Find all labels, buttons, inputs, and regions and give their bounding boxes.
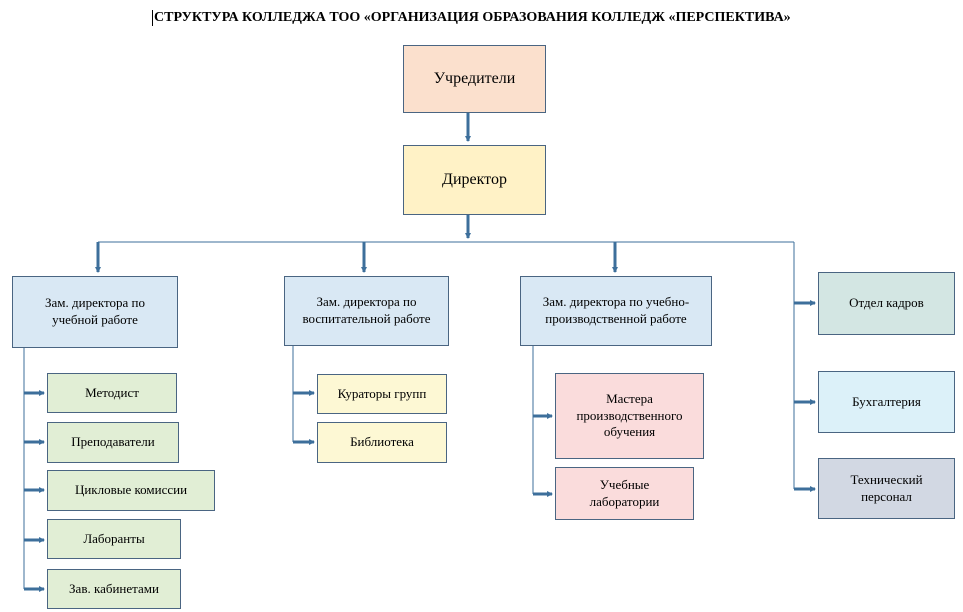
group-curators-box: Кураторы групп — [317, 374, 447, 414]
masters-box: Мастера производственного обучения — [555, 373, 704, 459]
labs-box: Учебные лаборатории — [555, 467, 694, 520]
cabinet-heads-box: Зав. кабинетами — [47, 569, 181, 609]
deputy-production-box: Зам. директора по учебно-производственно… — [520, 276, 712, 346]
lab-assistants-box: Лаборанты — [47, 519, 181, 559]
deputy-educational-box: Зам. директора по воспитательной работе — [284, 276, 449, 346]
founders-box: Учредители — [403, 45, 546, 113]
tech-staff-box: Технический персонал — [818, 458, 955, 519]
page-title: СТРУКТУРА КОЛЛЕДЖА ТОО «ОРГАНИЗАЦИЯ ОБРА… — [152, 10, 791, 26]
hr-box: Отдел кадров — [818, 272, 955, 335]
methodist-box: Методист — [47, 373, 177, 413]
director-box: Директор — [403, 145, 546, 215]
library-box: Библиотека — [317, 422, 447, 463]
cycle-commissions-box: Цикловые комиссии — [47, 470, 215, 511]
deputy-academic-box: Зам. директора по учебной работе — [12, 276, 178, 348]
accounting-box: Бухгалтерия — [818, 371, 955, 433]
teachers-box: Преподаватели — [47, 422, 179, 463]
